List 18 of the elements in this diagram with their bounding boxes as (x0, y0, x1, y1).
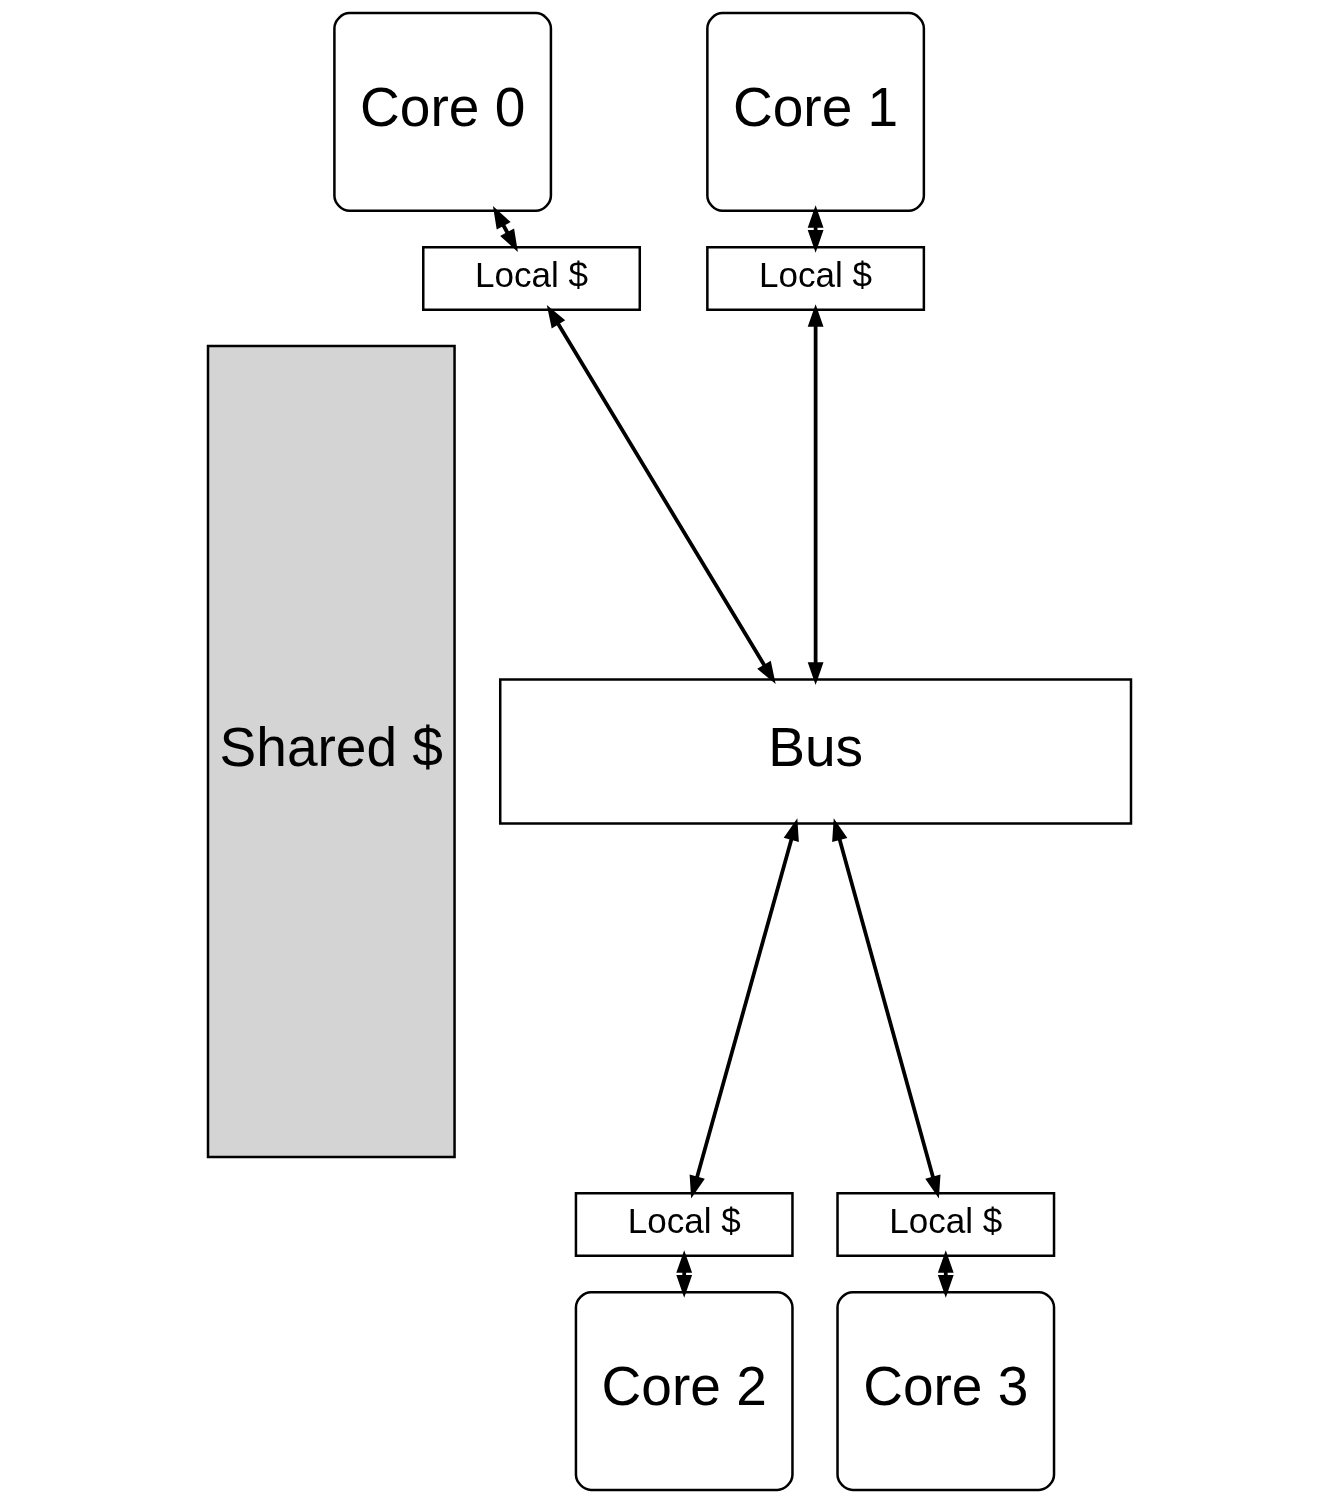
node-box: Shared $ (206, 344, 456, 1159)
arrow (675, 1250, 692, 1298)
arrow (492, 205, 518, 252)
node-box: Core 3 (835, 1290, 1055, 1492)
node-box: Core 0 (332, 11, 552, 213)
node-box: Local $ (421, 245, 641, 311)
arrow (807, 205, 823, 253)
arrow (689, 818, 799, 1199)
node-box: Local $ (705, 245, 925, 311)
arrow (937, 1250, 954, 1298)
node-box: Core 2 (574, 1290, 794, 1492)
node-box: Bus (498, 678, 1132, 825)
arrow (807, 304, 823, 685)
node-box: Local $ (574, 1192, 794, 1258)
node-box: Local $ (835, 1192, 1055, 1258)
arrow (546, 304, 776, 685)
arrow (831, 818, 940, 1199)
node-box: Core 1 (705, 11, 925, 213)
